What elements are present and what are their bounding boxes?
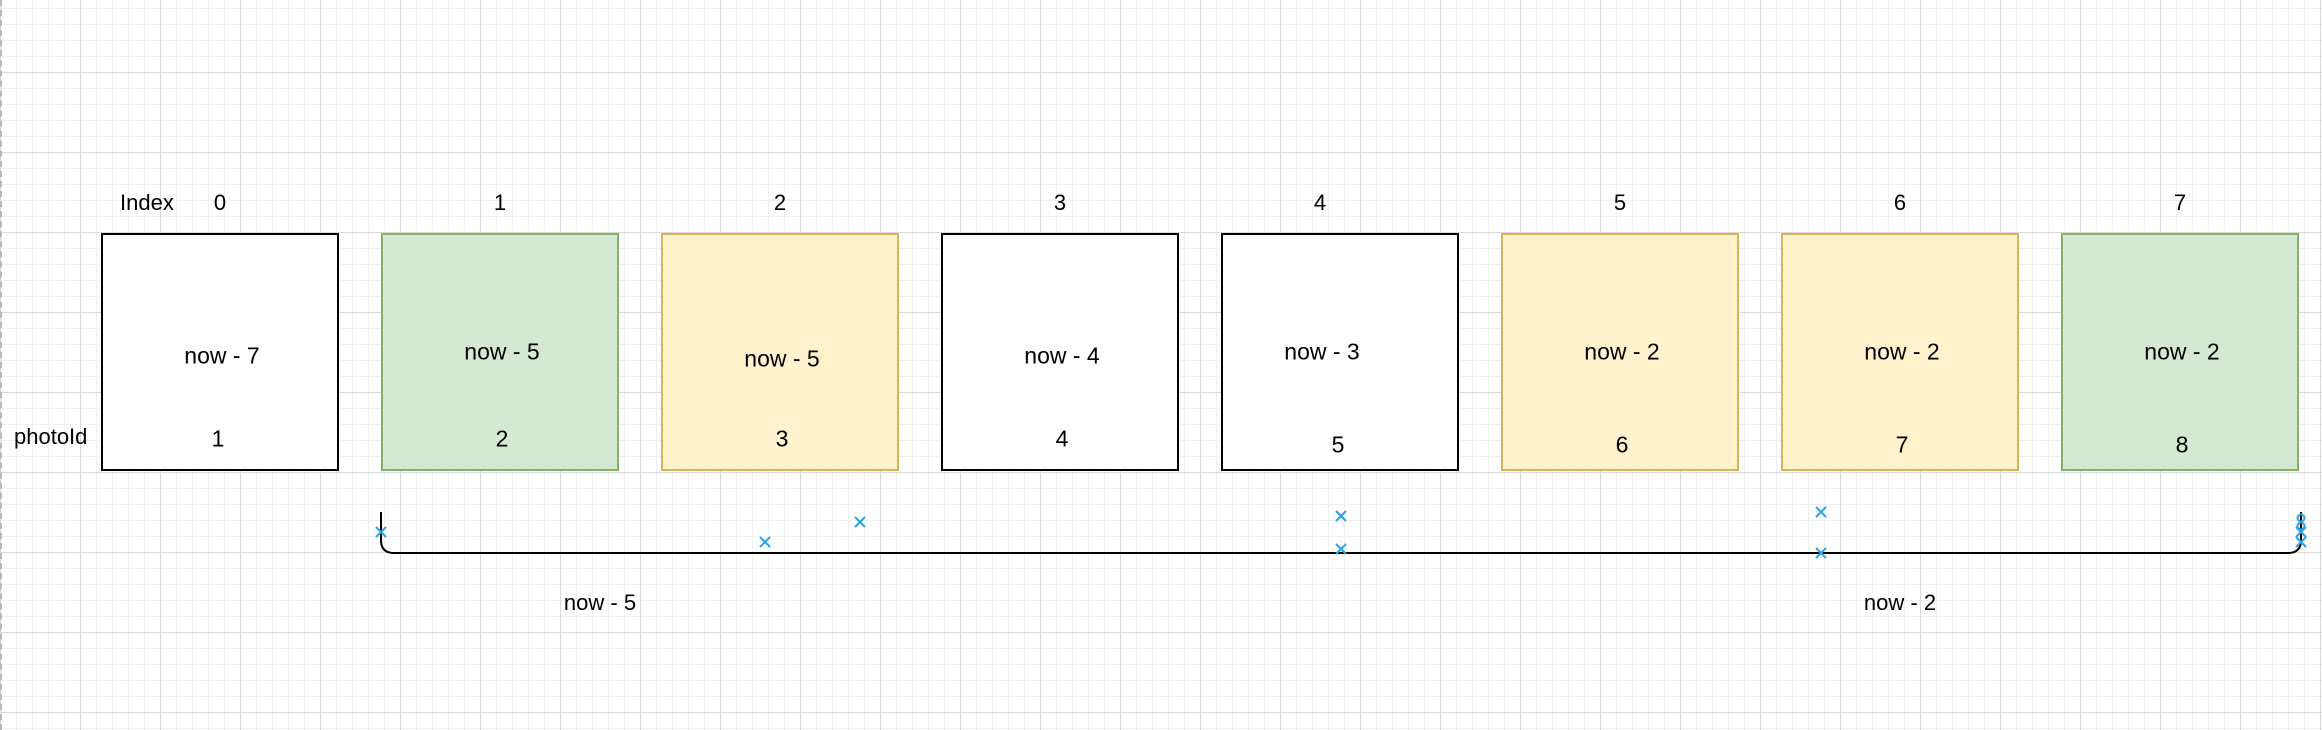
selection-marker-icon[interactable]: [375, 526, 387, 538]
index-label: 2: [773, 190, 787, 215]
photo-cell[interactable]: now - 4 4: [941, 233, 1179, 471]
cell-time-label: now - 7: [184, 342, 260, 369]
cell-photo-id: 3: [775, 425, 789, 452]
index-label: 5: [1613, 190, 1627, 215]
photo-cell[interactable]: now - 2 8: [2061, 233, 2299, 471]
selection-marker-icon[interactable]: [1335, 510, 1347, 522]
selection-marker-icon[interactable]: [1815, 506, 1827, 518]
selection-marker-icon[interactable]: [854, 516, 866, 528]
index-header: Index: [120, 190, 174, 215]
selection-marker-icon[interactable]: [759, 536, 771, 548]
selection-marker-icon[interactable]: [1335, 543, 1347, 555]
selection-marker-icon[interactable]: [1815, 547, 1827, 559]
cell-time-label: now - 2: [1864, 338, 1940, 365]
index-label: 1: [493, 190, 507, 215]
cell-time-label: now - 5: [464, 338, 540, 365]
range-start-label: now - 5: [563, 590, 637, 615]
photo-cell[interactable]: now - 5 2: [381, 233, 619, 471]
cell-photo-id: 4: [1055, 425, 1069, 452]
cell-time-label: now - 4: [1024, 342, 1100, 369]
cell-photo-id: 8: [2175, 431, 2189, 458]
index-label: 4: [1313, 190, 1327, 215]
cell-photo-id: 2: [495, 425, 509, 452]
cell-photo-id: 7: [1895, 431, 1909, 458]
cell-photo-id: 5: [1331, 431, 1345, 458]
selection-markers: [375, 506, 2307, 559]
cell-time-label: now - 3: [1284, 338, 1360, 365]
photo-cell[interactable]: now - 3 5: [1221, 233, 1459, 471]
cell-photo-id: 6: [1615, 431, 1629, 458]
index-label: 3: [1053, 190, 1067, 215]
photo-cell[interactable]: now - 2 7: [1781, 233, 2019, 471]
canvas-left-edge: [0, 0, 2, 730]
selection-marker-icon[interactable]: [2295, 536, 2307, 548]
photo-cell[interactable]: now - 7 1: [101, 233, 339, 471]
cell-photo-id: 1: [211, 425, 225, 452]
cell-time-label: now - 2: [1584, 338, 1660, 365]
cell-time-label: now - 2: [2144, 338, 2220, 365]
range-end-label: now - 2: [1863, 590, 1937, 615]
index-label: 6: [1893, 190, 1907, 215]
connection-point-icon[interactable]: [2296, 521, 2306, 531]
photo-cell[interactable]: now - 2 6: [1501, 233, 1739, 471]
index-label: 7: [2173, 190, 2187, 215]
photo-id-header: photoId: [14, 424, 88, 449]
index-label: 0: [213, 190, 227, 215]
cell-time-label: now - 5: [744, 345, 820, 372]
range-bracket-line[interactable]: [380, 512, 2302, 554]
photo-cell[interactable]: now - 5 3: [661, 233, 899, 471]
